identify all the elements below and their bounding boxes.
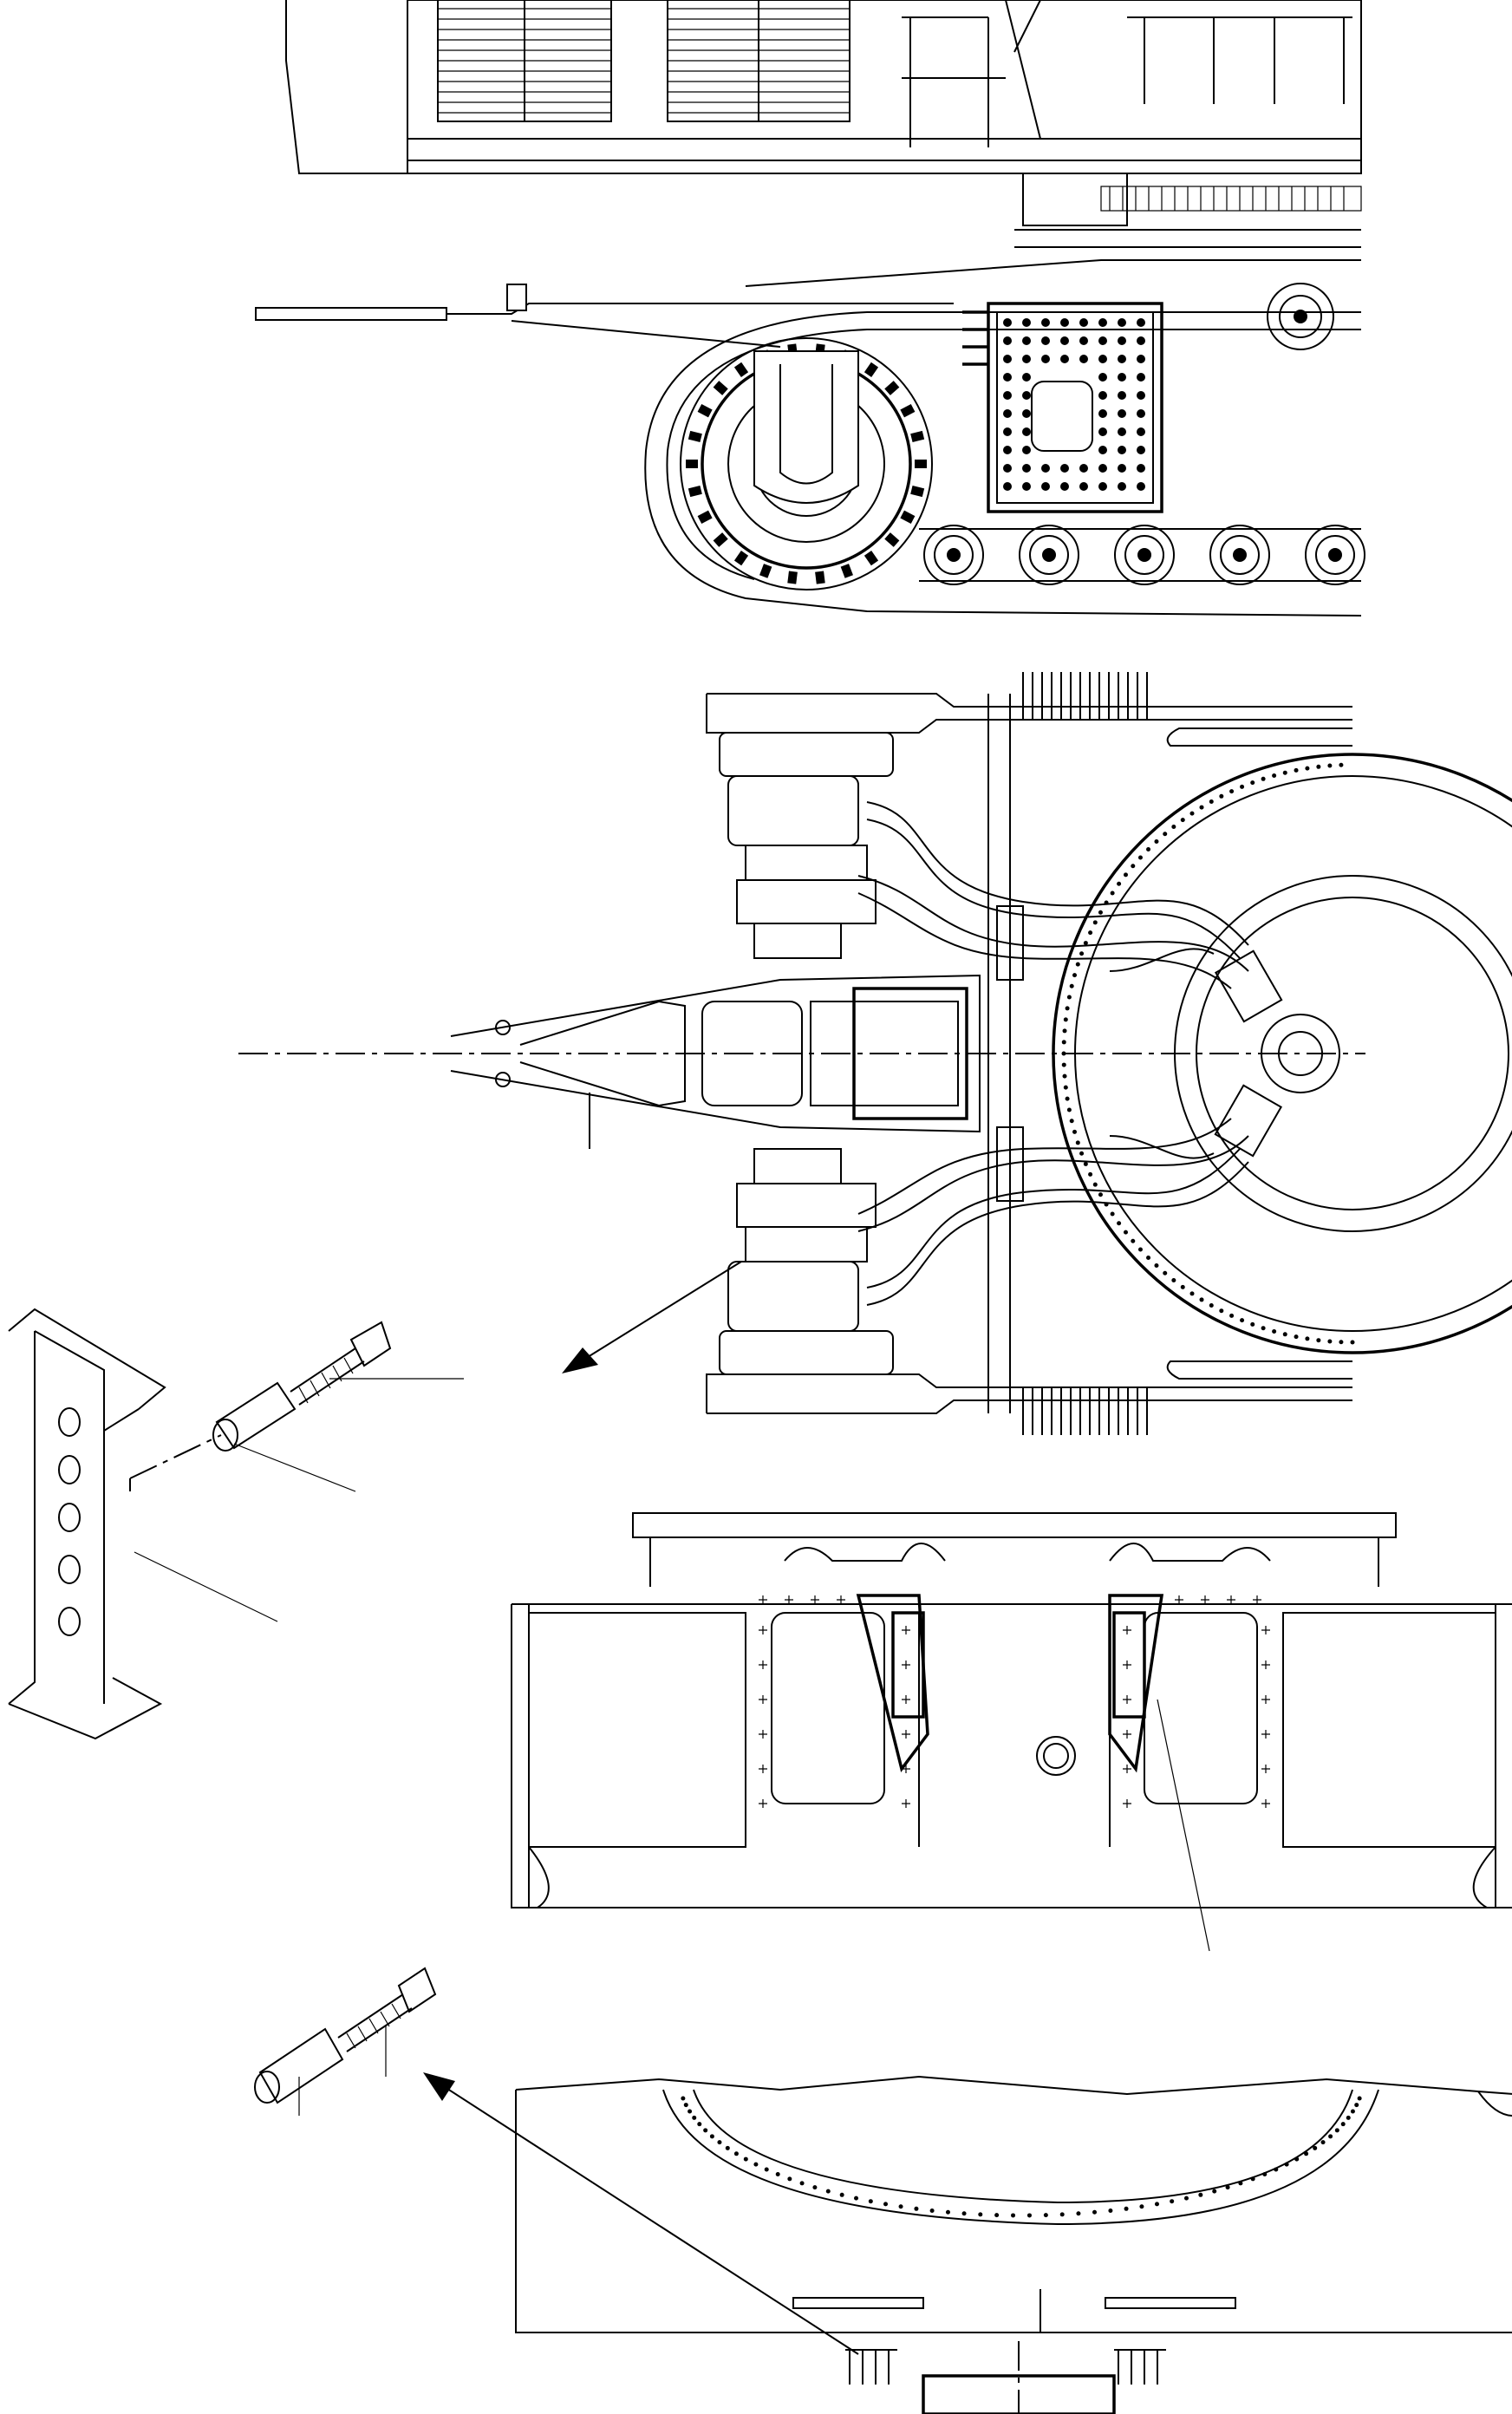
side-frame-studs-top: [1022, 672, 1148, 720]
tumbler-teeth: [686, 343, 927, 584]
pin-detail-lower: [254, 1967, 437, 2116]
crawler-track-outline: [644, 311, 1362, 617]
travel-motor-lower: [727, 1148, 877, 1332]
towing-arm: [450, 974, 981, 1149]
detail-leader-arrow-upper: [580, 1261, 742, 1362]
carbody-top-view: [238, 672, 1512, 1435]
side-frame-studs-bottom: [1022, 1387, 1148, 1435]
detail-leader-arrow-lower: [441, 2085, 859, 2355]
carbody-lower-view: [423, 2072, 1512, 2414]
engine-grille-left: [437, 0, 612, 122]
crawler-side-view: [255, 0, 1365, 617]
bearing-bolt-holes: [681, 2096, 1362, 2218]
lifting-lug-right: [1108, 1594, 1164, 1773]
callout-leader-end-view: [1157, 1699, 1210, 1952]
carrier-roller: [1267, 283, 1334, 350]
engine-grille-right: [667, 0, 850, 122]
travel-motor-upper: [727, 775, 877, 959]
tow-bar: [255, 307, 447, 321]
carbody-end-view: [511, 1512, 1512, 1952]
side-plate-bolts: [1003, 318, 1145, 491]
track-rollers: [923, 525, 1365, 585]
carbody-side-plate: [987, 302, 1163, 513]
pin-detail-upper: [8, 1308, 464, 1740]
lifting-lug-left: [856, 1594, 929, 1772]
bolt-pattern: [759, 1595, 1270, 1808]
handrail: [902, 0, 1352, 147]
tension-cylinder: [753, 350, 859, 504]
